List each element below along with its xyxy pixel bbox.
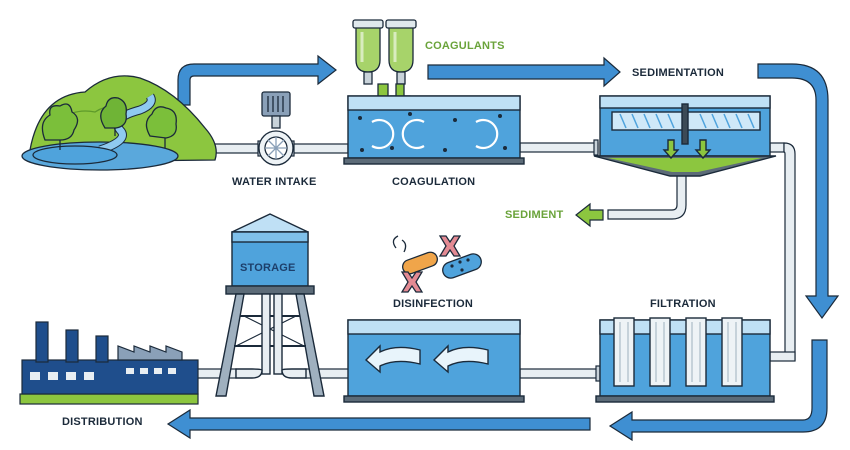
hill-landscape <box>21 75 217 171</box>
distribution-label: DISTRIBUTION <box>62 416 143 428</box>
pipe-collar-3 <box>593 139 599 156</box>
pipe-into-filtration <box>769 351 796 362</box>
flow-arrow-sedimentation-to-filtration <box>757 63 840 320</box>
water-intake-label: WATER INTAKE <box>232 176 317 188</box>
coagulants-label: COAGULANTS <box>425 40 505 52</box>
pipe-pump-to-coagulation <box>291 143 349 154</box>
sediment-label: SEDIMENT <box>505 209 564 221</box>
water-tower-icon <box>215 213 325 397</box>
bacteria-icon <box>392 235 482 293</box>
flow-arrow-intake-to-coagulation <box>177 54 337 106</box>
coagulation-label: COAGULATION <box>392 176 476 188</box>
pipe-coag-to-sed <box>519 142 599 153</box>
factory-icon <box>19 321 199 405</box>
flow-arrow-coagulation-to-sedimentation <box>427 56 621 88</box>
sedimentation-tank <box>593 95 777 177</box>
cross-mark-2 <box>400 271 424 293</box>
pipe-right-down <box>783 142 796 361</box>
pipe-filt-to-disinf <box>519 368 601 379</box>
tree-2 <box>145 106 177 139</box>
flow-arrow-filtration-return <box>608 339 828 442</box>
disinfection-tank <box>343 319 525 403</box>
tree-3 <box>100 97 127 129</box>
disinfection-label: DISINFECTION <box>393 298 474 310</box>
flow-arrow-distribution <box>166 408 591 440</box>
coagulation-tank <box>343 95 525 165</box>
tree-1 <box>41 103 79 141</box>
sedimentation-label: SEDIMENTATION <box>632 67 725 79</box>
pipe-sed-to-right <box>769 142 785 153</box>
intake-pump-icon <box>258 91 294 166</box>
storage-label: STORAGE <box>240 262 296 274</box>
filtration-label: FILTRATION <box>650 298 716 310</box>
flow-arrows <box>166 54 840 442</box>
flow-arrow-sediment <box>575 202 604 228</box>
pipe-sediment-out <box>607 169 687 220</box>
cross-mark-1 <box>438 235 462 257</box>
filtration-tank <box>595 317 775 403</box>
